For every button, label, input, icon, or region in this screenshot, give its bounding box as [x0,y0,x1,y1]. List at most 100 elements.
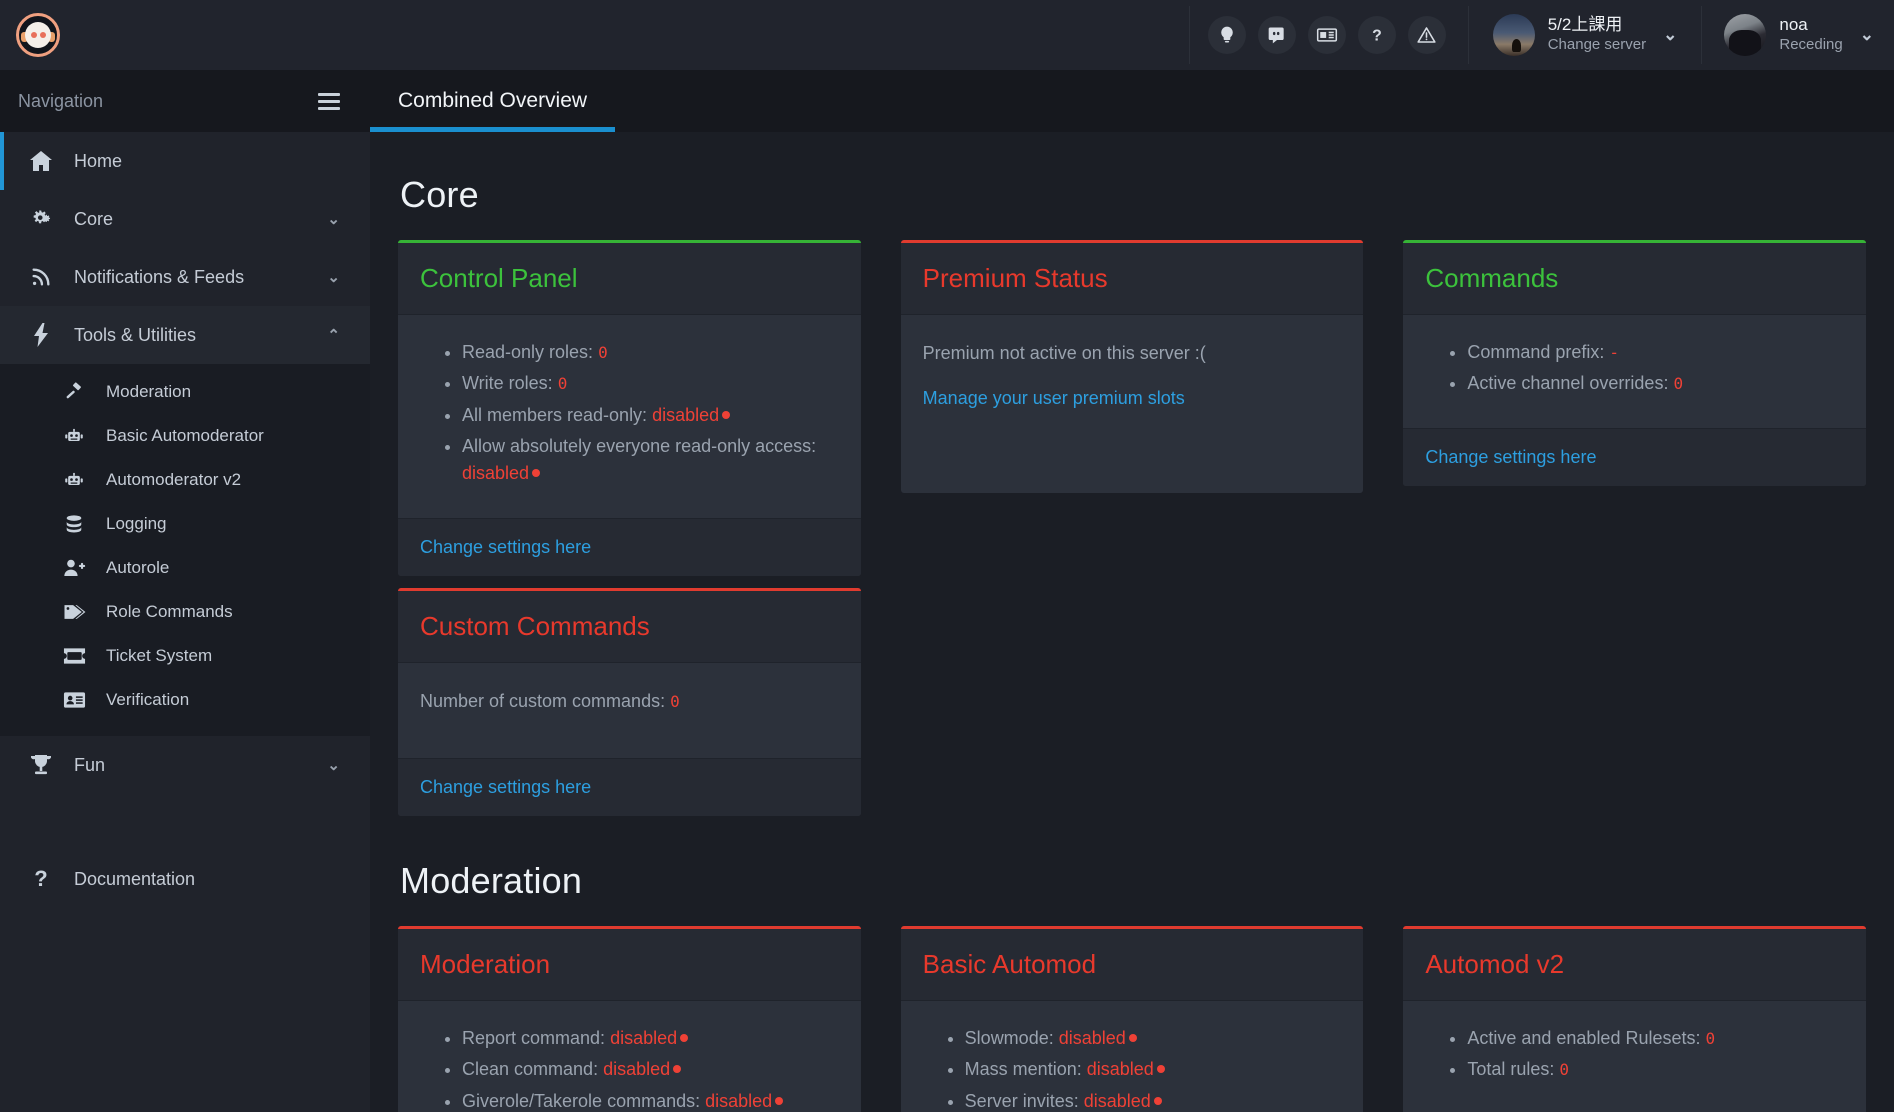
card-header: Moderation [398,928,861,1001]
stat-value: disabled [603,1059,681,1079]
chevron-down-icon[interactable]: ⌄ [1859,25,1874,44]
core-card-grid: Control Panel Read-only roles: 0 Write r… [398,240,1867,816]
hamburger-menu-icon[interactable] [318,92,340,110]
discord-icon[interactable] [1257,16,1296,54]
sidebar-subitem-basic-automoderator[interactable]: Basic Automoderator [0,414,370,458]
tools-submenu: Moderation Basic Automoderator [0,364,370,736]
tab-combined-overview[interactable]: Combined Overview [370,70,616,132]
brand-area [0,0,370,70]
manage-premium-slots-link[interactable]: Manage your user premium slots [922,387,1185,408]
card-body: Premium not active on this server :( Man… [901,315,1364,493]
warning-icon[interactable] [1407,16,1446,54]
stat-value: 0 [1559,1060,1570,1080]
stat-value: 0 [670,691,680,711]
sidebar-item-tools-utilities[interactable]: Tools & Utilities ⌃ [0,306,370,364]
sidebar-subitem-label: Moderation [106,382,192,401]
user-menu-text: noa Receding [1779,15,1842,54]
top-bar: ? 5/2上課用 Change server ⌄ noa Receding ⌄ [0,0,1894,70]
stat-value: disabled [705,1091,783,1111]
sidebar-subitem-label: Autorole [106,558,170,577]
list-item: Total rules: 0 [1467,1056,1844,1083]
card-body: Slowmode: disabled Mass mention: disable… [901,1001,1364,1112]
list-item: All members read-only: disabled [462,402,839,429]
sidebar-subitem-label: Basic Automoderator [106,426,264,445]
sidebar-item-label: Home [74,150,123,171]
list-item: Giverole/Takerole commands: disabled [462,1088,839,1112]
core-column-1: Control Panel Read-only roles: 0 Write r… [398,240,861,816]
card-commands: Commands Command prefix: - Active channe… [1403,240,1867,486]
sidebar-item-core[interactable]: Core ⌄ [0,190,370,248]
stat-label: All members read-only: [462,404,653,425]
home-icon [28,150,54,172]
sidebar-subitem-label: Ticket System [106,646,213,665]
change-settings-link[interactable]: Change settings here [420,776,592,797]
stat-list: Active and enabled Rulesets: 0 Total rul… [1425,1025,1844,1084]
content-scroll-area: Core Control Panel Read-only roles: 0 Wr… [370,132,1894,1112]
card-header: Basic Automod [900,928,1364,1001]
stat-value: disabled [610,1028,688,1048]
server-switcher[interactable]: 5/2上課用 Change server ⌄ [1467,6,1703,64]
bolt-icon [28,323,54,347]
change-settings-link[interactable]: Change settings here [420,536,592,557]
chevron-down-icon[interactable]: ⌄ [327,757,340,774]
robot-icon [60,470,88,490]
question-icon: ? [28,867,54,891]
card-title: Automod v2 [1425,948,1565,979]
server-avatar [1492,14,1535,56]
user-plus-icon [60,558,88,578]
robot-icon [60,426,88,446]
stat-label: Mass mention: [964,1059,1087,1080]
list-item: Slowmode: disabled [965,1025,1342,1052]
stat-label: Allow absolutely everyone read-only acce… [462,436,817,457]
card-title: Custom Commands [420,610,650,641]
sidebar-subitem-autorole[interactable]: Autorole [0,546,370,590]
sidebar-subitem-moderation[interactable]: Moderation [0,370,370,414]
sidebar-item-label: Documentation [74,868,196,889]
card-header: Commands [1403,243,1867,315]
list-item: Read-only roles: 0 [462,339,839,366]
help-icon[interactable]: ? [1357,16,1396,54]
stat-value: - [1609,343,1620,362]
trophy-icon [28,754,54,776]
card-footer: Change settings here [398,517,861,576]
sidebar-item-label: Tools & Utilities [74,324,197,345]
svg-text:?: ? [34,867,47,891]
sidebar-item-label: Fun [74,754,106,775]
stat-label: Report command: [462,1027,611,1048]
list-item: Write roles: 0 [462,370,839,397]
stat-label: Slowmode: [964,1027,1059,1048]
gavel-icon [60,382,88,402]
sidebar-item-notifications-feeds[interactable]: Notifications & Feeds ⌄ [0,248,370,306]
bot-logo-icon[interactable] [16,13,60,57]
moderation-column-3: Automod v2 Active and enabled Rulesets: … [1403,925,1867,1112]
stat-value: disabled [1084,1091,1162,1111]
news-icon[interactable] [1307,16,1346,54]
card-body: Number of custom commands: 0 [398,663,861,758]
sidebar-subitem-logging[interactable]: Logging [0,502,370,546]
sidebar-item-home[interactable]: Home [0,132,370,190]
sidebar-item-documentation[interactable]: ? Documentation [0,850,370,908]
user-avatar [1724,14,1767,56]
card-header: Premium Status [900,243,1364,315]
sidebar-subitem-ticket-system[interactable]: Ticket System [0,634,370,678]
chevron-down-icon[interactable]: ⌄ [1663,25,1678,44]
change-settings-link[interactable]: Change settings here [1425,446,1597,467]
lightbulb-icon[interactable] [1207,16,1246,54]
sidebar-subitem-automoderator-v2[interactable]: Automoderator v2 [0,458,370,502]
sidebar: Navigation Home Core ⌄ [0,70,370,1112]
card-control-panel: Control Panel Read-only roles: 0 Write r… [398,240,861,576]
card-body: Report command: disabled Clean command: … [398,1001,861,1112]
tab-label: Combined Overview [398,89,588,112]
stat-value: disabled [652,405,730,425]
sidebar-subitem-verification[interactable]: Verification [0,678,370,722]
chevron-down-icon[interactable]: ⌄ [327,211,340,228]
rss-icon [28,266,54,288]
sidebar-item-fun[interactable]: Fun ⌄ [0,736,370,794]
chevron-up-icon[interactable]: ⌃ [327,327,340,344]
card-footer: Change settings here [1403,427,1867,486]
chevron-down-icon[interactable]: ⌄ [327,269,340,286]
user-menu[interactable]: noa Receding ⌄ [1702,6,1894,64]
stat-label: Write roles: [462,373,558,394]
stat-label: Number of custom commands: [420,690,671,711]
sidebar-subitem-role-commands[interactable]: Role Commands [0,590,370,634]
